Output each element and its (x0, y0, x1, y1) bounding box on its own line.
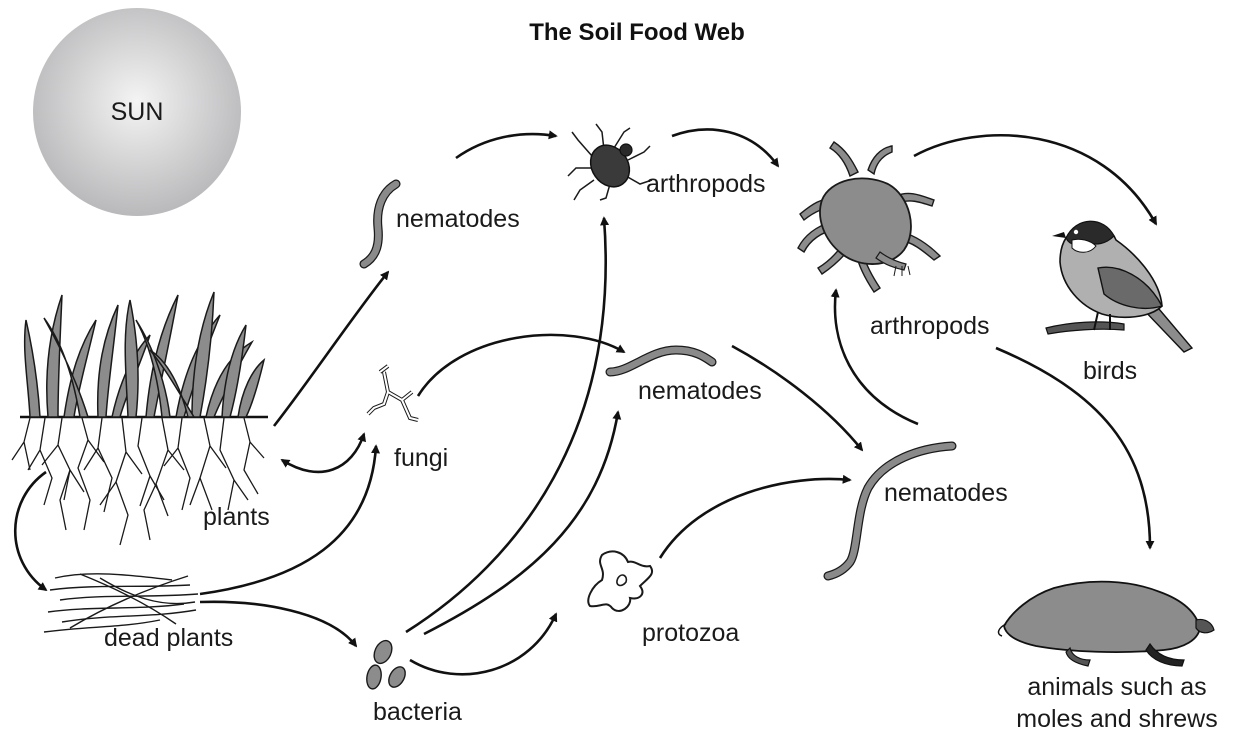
arrow-nematodes-to-arthropods-small (456, 134, 556, 158)
arrow-arthropods-large-to-birds (914, 135, 1156, 224)
arrow-bacteria-to-protozoa (410, 614, 556, 674)
arrow-bacteria-to-arthropods-small (406, 218, 606, 632)
diagram-title: The Soil Food Web (529, 19, 745, 46)
arrow-fungi-to-nematodes (418, 335, 624, 396)
nematode-right-illustration (828, 446, 952, 576)
label-protozoa: protozoa (642, 619, 739, 647)
arrow-plants-fungi-exchange (282, 434, 364, 472)
sun: SUN (33, 8, 241, 216)
nematode-top-illustration (364, 184, 396, 264)
label-arthropods-small: arthropods (646, 170, 766, 198)
arrow-arthropods-small-to-large (672, 129, 778, 166)
label-arthropods-large: arthropods (870, 312, 990, 340)
arrow-plants-to-dead-plants (15, 472, 46, 590)
bird-illustration (1046, 221, 1192, 352)
arrow-protozoa-to-nematodes (660, 479, 850, 558)
label-animals-line1: animals such as (1027, 673, 1206, 701)
label-birds: birds (1083, 357, 1137, 385)
arrow-plants-to-nematodes (274, 272, 388, 426)
label-nematodes-right: nematodes (884, 479, 1008, 507)
nematode-middle-illustration (610, 350, 712, 372)
label-animals-line2: moles and shrews (1016, 705, 1217, 733)
label-bacteria: bacteria (373, 698, 462, 726)
label-plants: plants (203, 503, 270, 531)
bacteria-illustration (365, 638, 409, 690)
arthropod-small-illustration (568, 124, 652, 200)
label-dead-plants: dead plants (104, 624, 233, 652)
arthropod-large-illustration (798, 142, 940, 292)
mole-illustration (999, 582, 1214, 666)
label-fungi: fungi (394, 444, 448, 472)
protozoa-illustration (588, 551, 652, 610)
arrow-nematodes-to-arthropods-large (835, 290, 918, 424)
sun-label: SUN (111, 98, 164, 126)
label-nematodes-top: nematodes (396, 205, 520, 233)
label-nematodes-middle: nematodes (638, 377, 762, 405)
